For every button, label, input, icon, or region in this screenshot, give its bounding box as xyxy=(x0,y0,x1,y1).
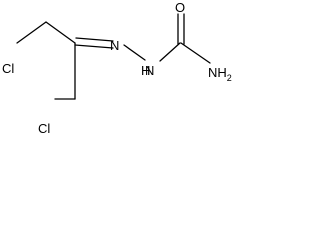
bond-n-n xyxy=(123,44,146,61)
structure-diagram: Cl Cl N N H O NH2 xyxy=(0,0,246,138)
atom-amine: NH2 xyxy=(208,65,232,83)
atom-n-hydrogen: H xyxy=(141,63,150,78)
bond-c-n-double-b xyxy=(74,44,114,49)
bond-c-n-double-a xyxy=(75,37,114,42)
bond-cl-ch2-top xyxy=(16,21,47,44)
atom-cl-bottom: Cl xyxy=(38,121,50,136)
bond-ch2-c-top xyxy=(45,21,76,44)
bonds xyxy=(16,13,211,100)
amine-subscript: 2 xyxy=(227,73,232,83)
bond-c-nh2 xyxy=(180,42,211,64)
bond-nh-c xyxy=(159,42,181,62)
atom-oxygen: O xyxy=(175,0,185,15)
molecule-drawing: Cl Cl N N H O NH2 xyxy=(2,0,232,136)
atom-n-imine: N xyxy=(110,38,119,53)
atom-cl-top: Cl xyxy=(2,61,14,76)
atom-n-hydrazine: N xyxy=(145,63,154,78)
amine-label: NH xyxy=(208,65,227,80)
